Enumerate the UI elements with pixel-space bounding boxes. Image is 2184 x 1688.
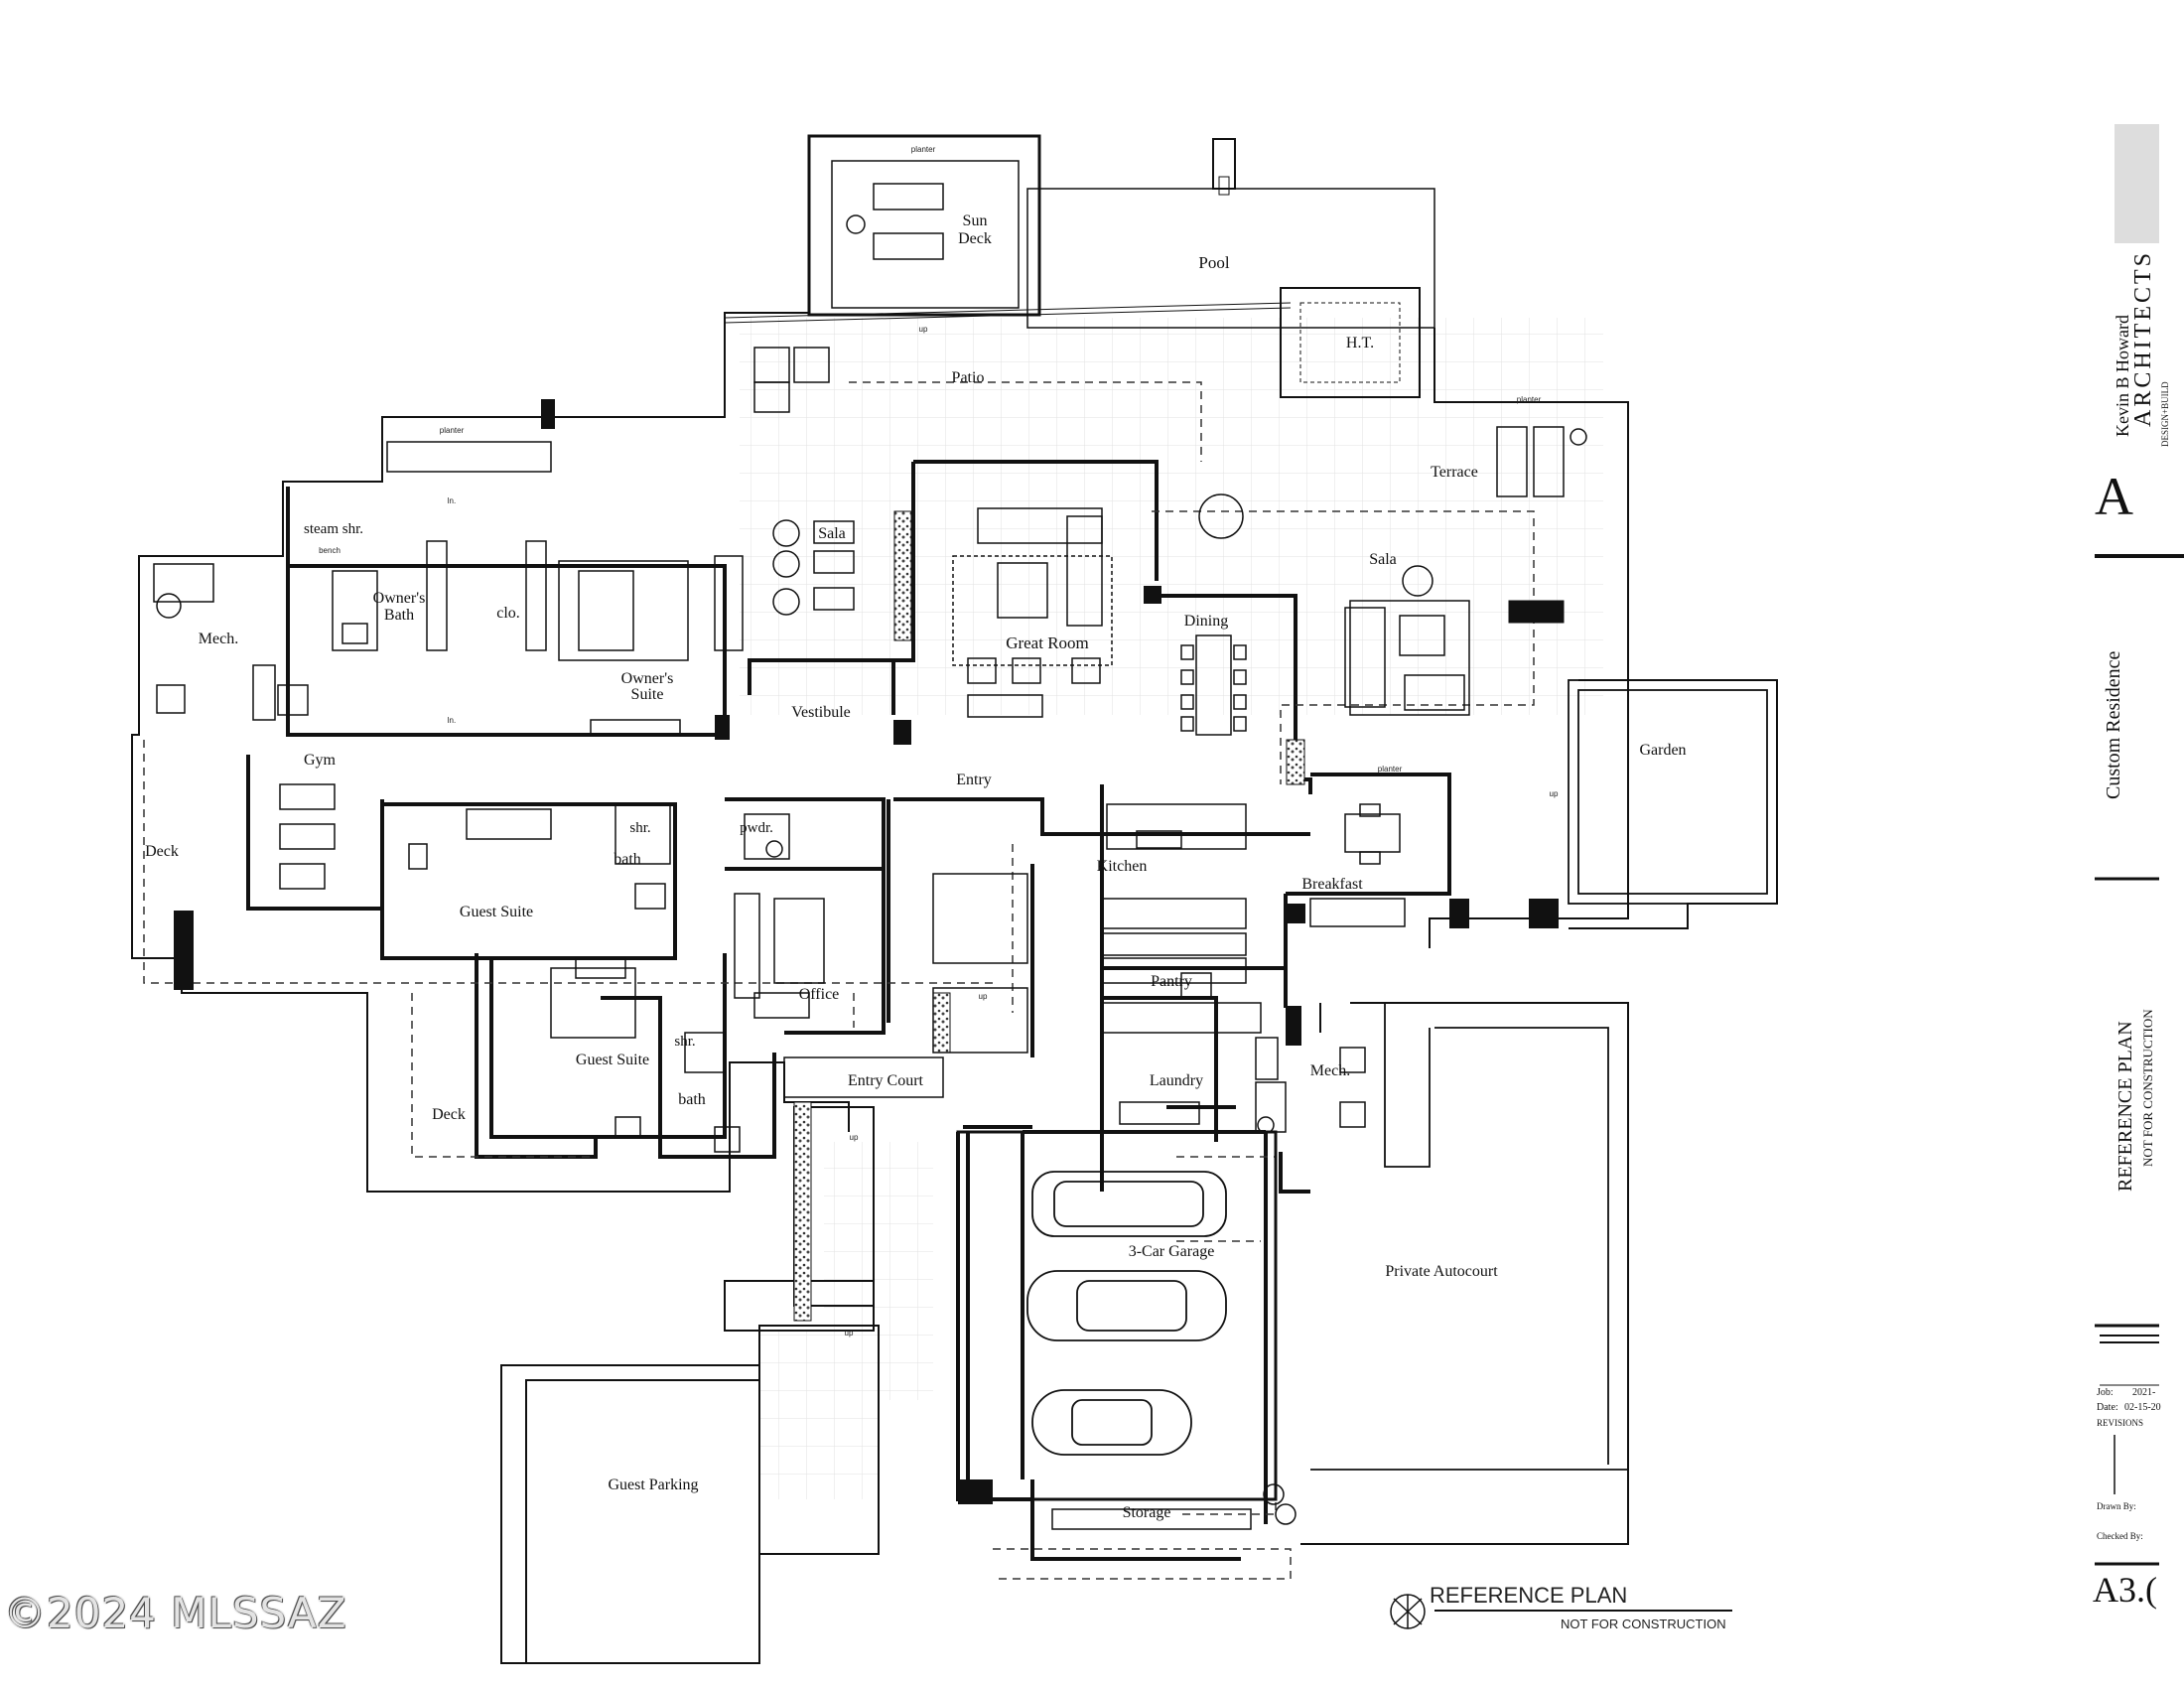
note-bench: bench xyxy=(319,546,341,555)
label-sun-deck-1: Sun xyxy=(963,212,988,229)
firm-word: ARCHITECTS xyxy=(2130,249,2156,427)
room-labels: Sun Deck Pool H.T. Patio Terrace Sala Sa… xyxy=(145,212,1686,1521)
label-shower-1: shr. xyxy=(629,820,650,836)
label-deck-left: Deck xyxy=(145,843,179,860)
note-up-patio: up xyxy=(919,325,928,334)
note-planter-top: planter xyxy=(911,145,936,154)
label-pool: Pool xyxy=(1198,253,1229,272)
date-label: Date: xyxy=(2097,1402,2118,1413)
checked-by-label: Checked By: xyxy=(2097,1531,2143,1541)
note-linen-2: ln. xyxy=(448,716,456,725)
job-value: 2021- xyxy=(2132,1387,2156,1398)
label-owners-bath-1: Owner's xyxy=(373,590,426,607)
revisions-label: REVISIONS xyxy=(2097,1418,2144,1428)
date-value: 02-15-20 xyxy=(2124,1402,2161,1413)
label-bath-2: bath xyxy=(678,1091,706,1108)
note-planter-left: planter xyxy=(440,426,465,435)
label-owners-bath-2: Bath xyxy=(384,607,414,624)
label-kitchen: Kitchen xyxy=(1097,858,1148,875)
note-planter-breakfast: planter xyxy=(1378,765,1403,774)
label-terrace: Terrace xyxy=(1431,464,1478,481)
plan-title-group: REFERENCE PLAN NOT FOR CONSTRUCTION xyxy=(1430,1583,1726,1631)
note-up-lower: up xyxy=(845,1329,854,1337)
label-gym: Gym xyxy=(304,752,337,769)
drawn-by-label: Drawn By: xyxy=(2097,1501,2136,1511)
small-annotations: planter planter planter planter up up up… xyxy=(319,145,1559,1337)
garage xyxy=(956,1130,1278,1501)
job-label: Job: xyxy=(2097,1387,2114,1398)
sheet-title: REFERENCE PLAN xyxy=(2115,1021,2136,1192)
label-pantry: Pantry xyxy=(1151,973,1192,990)
label-deck-lower: Deck xyxy=(432,1106,466,1123)
label-private-autocourt: Private Autocourt xyxy=(1385,1263,1498,1280)
label-hot-tub: H.T. xyxy=(1346,335,1374,352)
label-vestibule: Vestibule xyxy=(791,704,851,721)
stone-walls xyxy=(793,510,1565,1322)
note-up-entry: up xyxy=(979,992,988,1001)
label-shower-2: shr. xyxy=(674,1034,695,1050)
firm-logo-icon: A xyxy=(2095,467,2133,526)
label-owners-suite-1: Owner's xyxy=(621,670,674,687)
title-block-lines xyxy=(1434,124,2184,1612)
label-powder: pwdr. xyxy=(740,820,773,836)
label-office: Office xyxy=(799,986,840,1003)
interior-walls xyxy=(246,460,1451,1561)
label-entry: Entry xyxy=(956,772,992,788)
label-entry-court: Entry Court xyxy=(848,1072,924,1089)
label-breakfast: Breakfast xyxy=(1301,876,1363,893)
north-arrow-icon xyxy=(1390,1594,1426,1629)
label-guest-suite-1: Guest Suite xyxy=(460,904,533,920)
label-guest-parking: Guest Parking xyxy=(608,1477,698,1493)
label-sala-right: Sala xyxy=(1369,551,1397,568)
label-closet: clo. xyxy=(496,605,520,622)
plan-subtitle: NOT FOR CONSTRUCTION xyxy=(1561,1617,1726,1631)
label-owners-suite-2: Suite xyxy=(631,686,664,703)
note-up-court: up xyxy=(850,1133,859,1142)
sheet-number: A3.( xyxy=(2093,1570,2157,1610)
label-garage: 3-Car Garage xyxy=(1129,1243,1215,1260)
label-bath-1: bath xyxy=(614,851,641,868)
label-mech-left: Mech. xyxy=(199,631,238,647)
patio-tile-areas xyxy=(740,318,1603,1499)
note-planter-terrace: planter xyxy=(1517,395,1542,404)
label-guest-suite-2: Guest Suite xyxy=(576,1052,649,1068)
note-linen-1: ln. xyxy=(448,496,456,505)
label-patio: Patio xyxy=(952,369,985,386)
label-steam-shower: steam shr. xyxy=(304,521,363,537)
label-laundry: Laundry xyxy=(1150,1072,1203,1089)
note-up-garden: up xyxy=(1550,789,1559,798)
sheet-note: NOT FOR CONSTRUCTION xyxy=(2140,1009,2155,1167)
label-garden: Garden xyxy=(1639,742,1686,759)
label-dining: Dining xyxy=(1184,613,1228,630)
sun-deck-loungers xyxy=(846,183,1587,497)
watermark: ©2024 MLSSAZ xyxy=(4,1589,347,1637)
furniture xyxy=(153,347,1470,1530)
label-sun-deck-2: Deck xyxy=(958,230,992,247)
label-storage: Storage xyxy=(1123,1504,1171,1521)
plan-title: REFERENCE PLAN xyxy=(1430,1583,1627,1608)
firm-tag: DESIGN+BUILD xyxy=(2160,381,2170,447)
cars xyxy=(1026,1171,1227,1456)
guest-parking-area xyxy=(500,1106,880,1664)
label-great-room: Great Room xyxy=(1006,633,1089,652)
label-mech-right: Mech. xyxy=(1310,1062,1350,1079)
label-sala-left: Sala xyxy=(818,525,846,542)
garden-and-autocourt xyxy=(1310,679,1778,1471)
project-name: Custom Residence xyxy=(2103,650,2124,799)
